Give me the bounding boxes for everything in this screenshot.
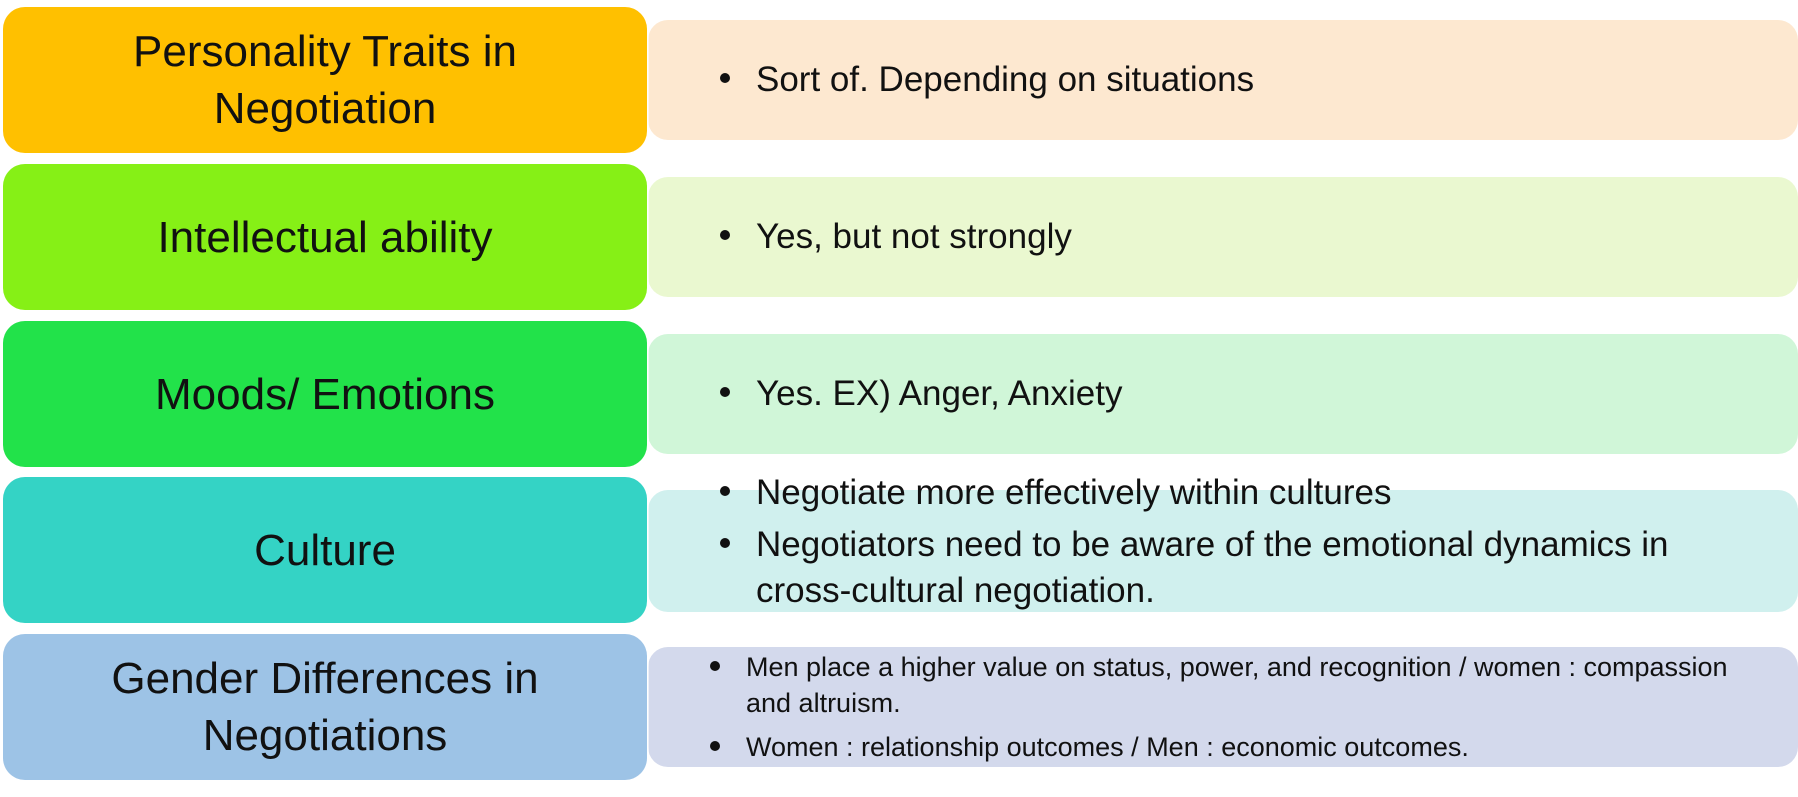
label-box-intellectual-ability: Intellectual ability: [3, 164, 647, 310]
bullet-list: Sort of. Depending on situations: [712, 57, 1754, 103]
label-box-personality-traits: Personality Traits in Negotiation: [3, 7, 647, 153]
bullet-item: Negotiate more effectively within cultur…: [712, 470, 1754, 516]
detail-box-personality-traits: Sort of. Depending on situations: [648, 20, 1798, 140]
label-box-moods-emotions: Moods/ Emotions: [3, 321, 647, 467]
detail-box-intellectual-ability: Yes, but not strongly: [648, 177, 1798, 297]
bullet-item: Yes. EX) Anger, Anxiety: [712, 371, 1754, 417]
bullet-list: Negotiate more effectively within cultur…: [712, 470, 1754, 614]
bullet-item: Negotiators need to be aware of the emot…: [712, 522, 1754, 614]
label-text: Gender Differences in Negotiations: [111, 654, 539, 760]
label-box-culture: Culture: [3, 477, 647, 623]
bullet-item: Sort of. Depending on situations: [712, 57, 1754, 103]
bullet-list: Yes, but not strongly: [712, 214, 1754, 260]
detail-box-culture: Negotiate more effectively within cultur…: [648, 473, 1798, 612]
bullet-item: Yes, but not strongly: [712, 214, 1754, 260]
bullet-item: Women : relationship outcomes / Men : ec…: [702, 729, 1754, 765]
bullet-item: Men place a higher value on status, powe…: [702, 649, 1754, 721]
bullet-list: Yes. EX) Anger, Anxiety: [712, 371, 1754, 417]
label-box-gender-differences: Gender Differences in Negotiations: [3, 634, 647, 780]
label-text: Moods/ Emotions: [155, 369, 495, 419]
label-text: Personality Traits in Negotiation: [133, 27, 517, 133]
label-text: Intellectual ability: [157, 212, 493, 262]
label-text: Culture: [254, 525, 396, 575]
bullet-list: Men place a higher value on status, powe…: [702, 649, 1754, 765]
detail-box-gender-differences: Men place a higher value on status, powe…: [648, 647, 1798, 767]
detail-box-moods-emotions: Yes. EX) Anger, Anxiety: [648, 334, 1798, 454]
